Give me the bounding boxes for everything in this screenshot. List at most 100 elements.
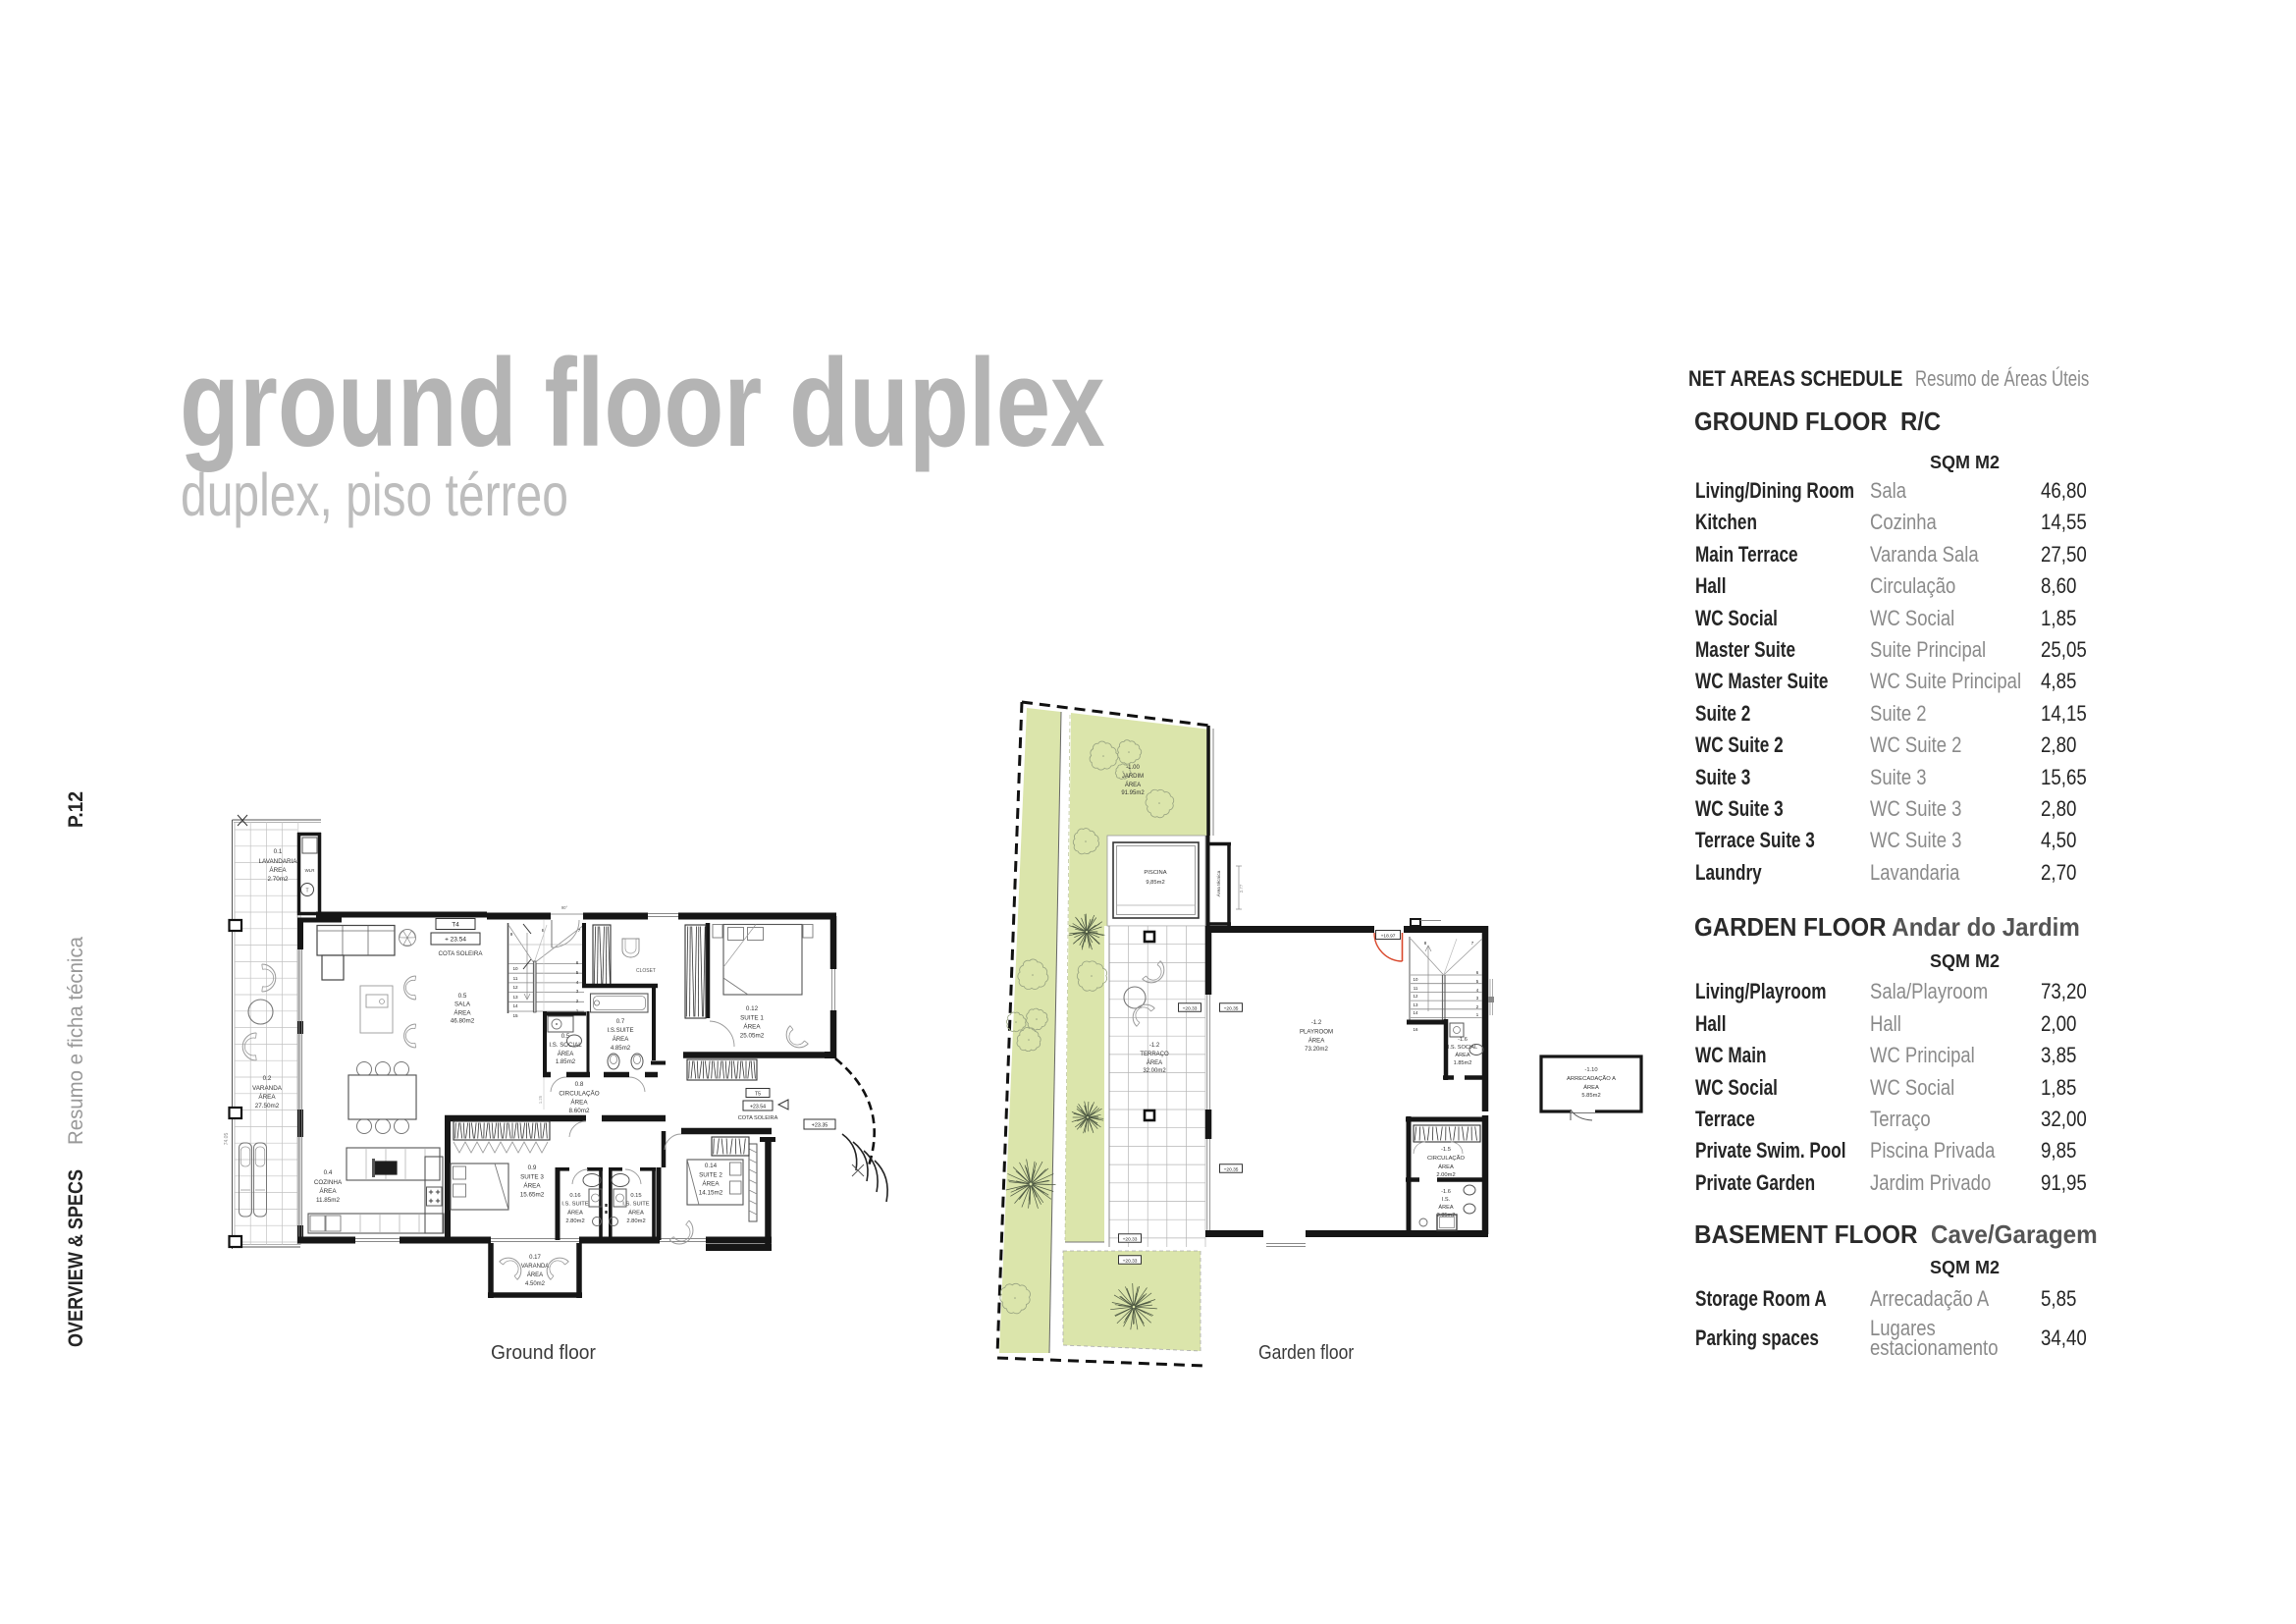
svg-text:74.05: 74.05 [224, 1133, 230, 1146]
svg-text:I.S. SUITE: I.S. SUITE [561, 1202, 589, 1208]
svg-text:7: 7 [1471, 941, 1474, 946]
svg-text:14: 14 [512, 1003, 518, 1008]
svg-text:0.17: 0.17 [529, 1255, 541, 1261]
svg-text:JARDIM: JARDIM [1122, 774, 1144, 780]
svg-text:8: 8 [1424, 941, 1427, 946]
svg-text:ÁREA: ÁREA [702, 1179, 720, 1188]
svg-text:ÁREA: ÁREA [527, 1272, 543, 1278]
svg-text:13: 13 [512, 995, 518, 1000]
svg-text:ÁREA: ÁREA [743, 1022, 761, 1031]
svg-text:8.60m2: 8.60m2 [568, 1108, 590, 1114]
svg-text:0.5: 0.5 [561, 1033, 570, 1040]
svg-text:0.12: 0.12 [746, 1005, 759, 1012]
svg-text:CIRCULAÇÃO: CIRCULAÇÃO [559, 1089, 599, 1098]
svg-text:ÁREA: ÁREA [1125, 782, 1141, 788]
svg-text:I.S. SOCIAL: I.S. SOCIAL [1448, 1045, 1477, 1051]
svg-text:OVERVIEW & SPECS: OVERVIEW & SPECS [65, 1169, 87, 1347]
svg-text:Área técnica: Área técnica [1215, 870, 1222, 896]
svg-text:-1.6: -1.6 [1441, 1189, 1451, 1195]
svg-text:9,85m2: 9,85m2 [1146, 880, 1164, 886]
svg-text:-1.2: -1.2 [1311, 1019, 1322, 1026]
svg-text:2.80m2: 2.80m2 [626, 1218, 645, 1224]
svg-text:ÁREA: ÁREA [258, 1092, 276, 1101]
svg-text:ÁREA: ÁREA [558, 1051, 575, 1057]
svg-text:+20.35: +20.35 [1224, 1005, 1239, 1011]
svg-text:ÁREA: ÁREA [613, 1036, 630, 1043]
svg-text:ÁREA: ÁREA [454, 1008, 471, 1017]
svg-text:I.S. SUITE: I.S. SUITE [622, 1202, 650, 1208]
svg-text:PISCINA: PISCINA [1144, 870, 1166, 876]
svg-text:COTA SOLEIRA: COTA SOLEIRA [738, 1115, 778, 1121]
svg-text:0.5: 0.5 [458, 993, 467, 1000]
svg-text:I.S. SOCIAL: I.S. SOCIAL [549, 1042, 582, 1049]
svg-text:-1.00: -1.00 [1126, 765, 1140, 771]
svg-text:0.8: 0.8 [575, 1081, 584, 1088]
svg-text:15: 15 [512, 1013, 518, 1018]
svg-text:0.2: 0.2 [263, 1075, 272, 1082]
svg-text:3: 3 [576, 989, 579, 994]
svg-text:ÁREA: ÁREA [1308, 1038, 1326, 1045]
svg-text:SALA: SALA [454, 1001, 471, 1008]
svg-text:6: 6 [576, 960, 579, 965]
svg-text:10: 10 [1414, 977, 1418, 982]
svg-text:+23.35: +23.35 [812, 1122, 828, 1128]
svg-text:-1.6: -1.6 [1458, 1037, 1468, 1043]
svg-text:5.85m2: 5.85m2 [1581, 1093, 1600, 1099]
svg-text:+20.33: +20.33 [1183, 1005, 1198, 1011]
svg-text:CIRCULAÇÃO: CIRCULAÇÃO [1427, 1155, 1465, 1162]
svg-text:2: 2 [1476, 1004, 1479, 1009]
svg-text:2.70m2: 2.70m2 [267, 876, 289, 883]
svg-text:T5: T5 [755, 1091, 761, 1097]
svg-text:0.4: 0.4 [324, 1169, 333, 1176]
svg-text:91.95m2: 91.95m2 [1121, 790, 1145, 796]
svg-text:3: 3 [1476, 996, 1479, 1001]
svg-text:ÁREA: ÁREA [1583, 1084, 1599, 1091]
svg-text:2.80m2: 2.80m2 [565, 1218, 584, 1224]
svg-text:15.65m2: 15.65m2 [520, 1192, 545, 1199]
svg-text:1.25: 1.25 [538, 1095, 543, 1104]
svg-text:10: 10 [512, 966, 518, 971]
svg-text:90°: 90° [561, 905, 568, 910]
svg-text:ÁREA: ÁREA [567, 1210, 583, 1217]
svg-text:VARANDA: VARANDA [521, 1264, 550, 1270]
svg-text:6: 6 [1476, 970, 1479, 975]
svg-text:COTA SOLEIRA: COTA SOLEIRA [439, 950, 484, 957]
svg-text:ÁREA: ÁREA [523, 1181, 541, 1190]
svg-text:I.S.: I.S. [1442, 1197, 1451, 1203]
svg-text:I.S.SUITE: I.S.SUITE [607, 1027, 633, 1034]
svg-text:13: 13 [1414, 1002, 1418, 1007]
svg-text:T: T [305, 889, 308, 894]
svg-text:CLOSET: CLOSET [636, 968, 656, 974]
svg-text:16: 16 [1414, 1027, 1418, 1032]
svg-text:11.85m2: 11.85m2 [316, 1197, 341, 1204]
svg-text:9: 9 [510, 932, 513, 937]
svg-text:1: 1 [576, 1008, 579, 1013]
svg-text:0.15: 0.15 [630, 1193, 641, 1199]
svg-text:SUITE 2: SUITE 2 [699, 1172, 722, 1179]
svg-text:ÁREA: ÁREA [1147, 1059, 1162, 1066]
svg-text:7: 7 [578, 928, 581, 933]
svg-text:0.16: 0.16 [569, 1193, 580, 1199]
svg-text:SUITE 3: SUITE 3 [520, 1174, 544, 1181]
svg-text:P.12: P.12 [65, 791, 87, 828]
svg-text:1.85m2: 1.85m2 [556, 1058, 576, 1065]
svg-text:+20.33: +20.33 [1123, 1258, 1138, 1264]
svg-text:PLAYROOM: PLAYROOM [1300, 1029, 1333, 1036]
svg-text:+20.33: +20.33 [1123, 1236, 1138, 1242]
svg-text:+18.97: +18.97 [1381, 933, 1396, 939]
svg-text:+23.54: +23.54 [750, 1104, 766, 1110]
svg-text:TERRAÇO: TERRAÇO [1140, 1052, 1169, 1057]
svg-text:COZINHA: COZINHA [314, 1179, 343, 1186]
svg-text:+ 23.54: + 23.54 [445, 936, 466, 943]
svg-text:4: 4 [1476, 988, 1479, 993]
svg-text:VARANDA: VARANDA [252, 1085, 283, 1092]
svg-text:-1.2: -1.2 [1149, 1043, 1160, 1049]
svg-text:LAVANDARIA: LAVANDARIA [259, 858, 298, 865]
svg-text:14.15m2: 14.15m2 [699, 1190, 723, 1197]
svg-text:-1.10: -1.10 [1584, 1067, 1597, 1073]
svg-text:ARRECADAÇÃO A: ARRECADAÇÃO A [1567, 1075, 1616, 1082]
svg-text:27.50m2: 27.50m2 [255, 1103, 280, 1110]
svg-text:4.50m2: 4.50m2 [525, 1281, 546, 1287]
svg-text:8: 8 [542, 928, 545, 933]
svg-text:0.1: 0.1 [274, 848, 283, 855]
